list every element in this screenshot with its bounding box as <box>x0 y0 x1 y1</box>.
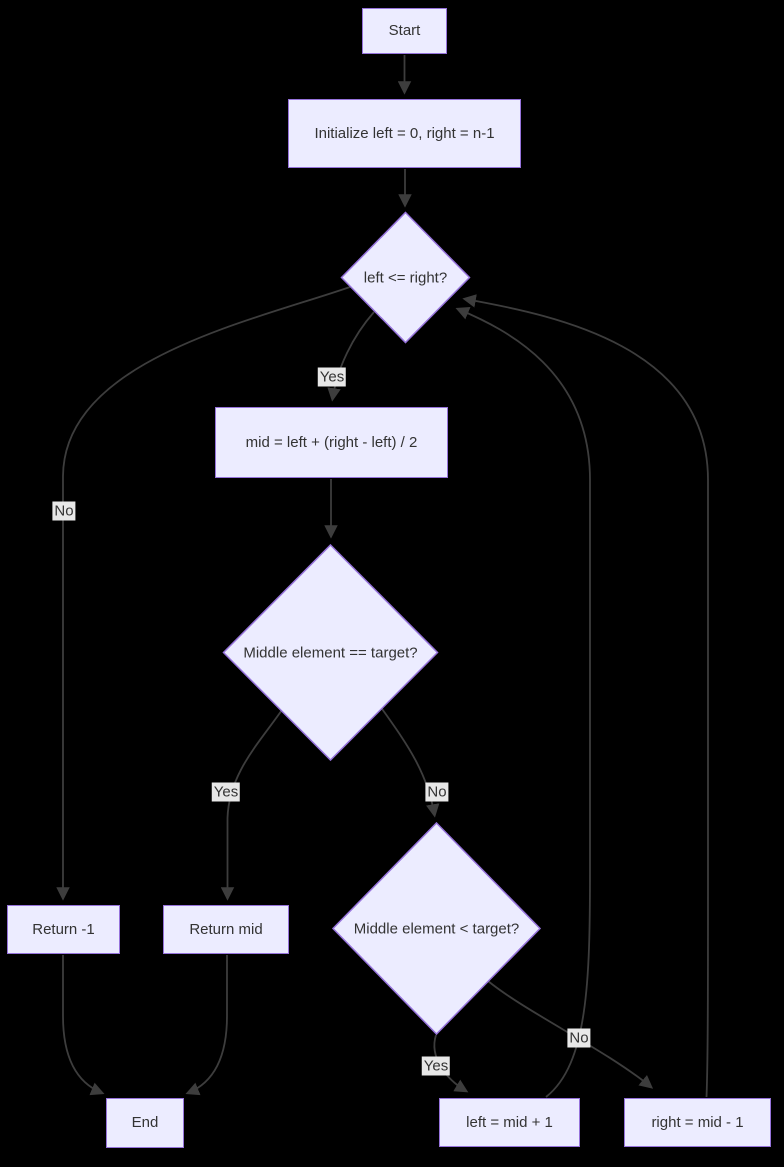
edge-return-neg1-to-end <box>62 955 105 1096</box>
edge-loop-no-to-return-neg1 <box>56 286 351 901</box>
edge-update-right-loopback <box>462 294 709 1098</box>
edge-less-no-to-update-right <box>487 980 654 1089</box>
node-compute-mid: mid = left + (right - left) / 2 <box>215 407 448 478</box>
decision-equal-condition-label: Middle element == target? <box>243 644 418 661</box>
node-start: Start <box>362 8 447 54</box>
decision-less-condition-shape <box>331 821 542 1036</box>
decision-loop-condition-label: left <= right? <box>363 269 448 287</box>
edge-equal-yes-to-return-mid <box>220 706 285 901</box>
decision-less-condition-label: Middle element < target? <box>353 920 520 937</box>
edge-label-loop-no: No <box>52 501 76 521</box>
node-update-right: right = mid - 1 <box>624 1098 771 1147</box>
node-end: End <box>106 1098 184 1148</box>
node-update-left: left = mid + 1 <box>439 1098 580 1147</box>
edge-label-loop-yes: Yes <box>317 367 347 387</box>
edge-label-equal-no: No <box>425 782 449 802</box>
node-initialize: Initialize left = 0, right = n-1 <box>288 99 521 168</box>
edge-return-mid-to-end <box>185 955 228 1096</box>
edge-label-less-no: No <box>567 1028 591 1048</box>
decision-equal-condition-shape <box>222 543 439 762</box>
edge-loop-yes-to-compute-mid <box>327 311 375 402</box>
edge-label-less-yes: Yes <box>421 1056 451 1076</box>
node-return-neg1: Return -1 <box>7 905 120 954</box>
node-return-mid: Return mid <box>163 905 289 954</box>
edge-label-equal-yes: Yes <box>211 782 241 802</box>
edge-update-left-loopback <box>455 306 591 1098</box>
decision-loop-condition-shape <box>340 211 471 344</box>
